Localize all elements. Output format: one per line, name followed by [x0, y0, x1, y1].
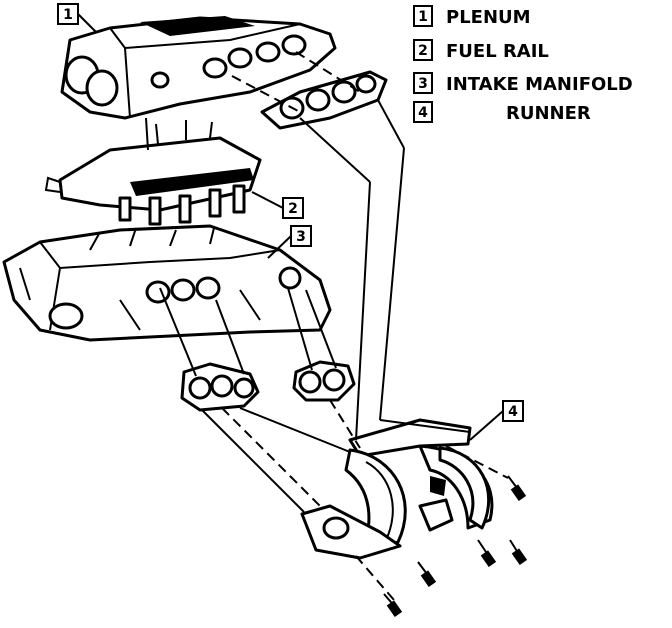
- callout-number: 3: [296, 229, 306, 245]
- legend-number: 4: [418, 105, 428, 121]
- callout-fuel-rail: 2: [251, 191, 304, 219]
- lower-gasket-right: [292, 360, 356, 402]
- bolt: [383, 593, 403, 618]
- bolt: [507, 475, 527, 502]
- bolts: [383, 475, 528, 618]
- callout-runner: 4: [469, 400, 524, 441]
- legend-label: RUNNER: [506, 103, 591, 124]
- legend-number: 3: [418, 76, 428, 92]
- callout-number: 4: [508, 404, 518, 420]
- callout-number: 1: [63, 7, 73, 23]
- lower-gasket-left: [180, 362, 260, 412]
- fuel-rail: [44, 120, 262, 226]
- legend-number: 1: [418, 9, 428, 25]
- callout-number: 2: [288, 201, 298, 217]
- bolt: [417, 561, 437, 588]
- bolt: [509, 539, 528, 566]
- callout-intake-manifold: 3: [267, 225, 312, 259]
- legend-item-intake-manifold: 3 INTAKE MANIFOLD: [413, 72, 633, 95]
- assembly-guide-lines: [145, 51, 509, 601]
- legend-label: FUEL RAIL: [446, 41, 549, 62]
- legend-label: PLENUM: [446, 7, 531, 28]
- legend-item-plenum: 1 PLENUM: [413, 5, 531, 28]
- bolt: [477, 539, 497, 568]
- plenum-gasket: [260, 70, 388, 130]
- legend-item-runner: 4 RUNNER: [413, 101, 591, 124]
- legend-label: INTAKE MANIFOLD: [446, 74, 633, 95]
- legend-item-fuel-rail: 2 FUEL RAIL: [413, 39, 549, 62]
- callout-plenum: 1: [57, 3, 97, 33]
- plenum: [60, 16, 337, 120]
- intake-manifold: [2, 224, 332, 342]
- legend: 1 PLENUM 2 FUEL RAIL 3 INTAKE MANIFOLD 4…: [413, 5, 633, 124]
- legend-number: 2: [418, 43, 428, 59]
- runner: [300, 418, 494, 560]
